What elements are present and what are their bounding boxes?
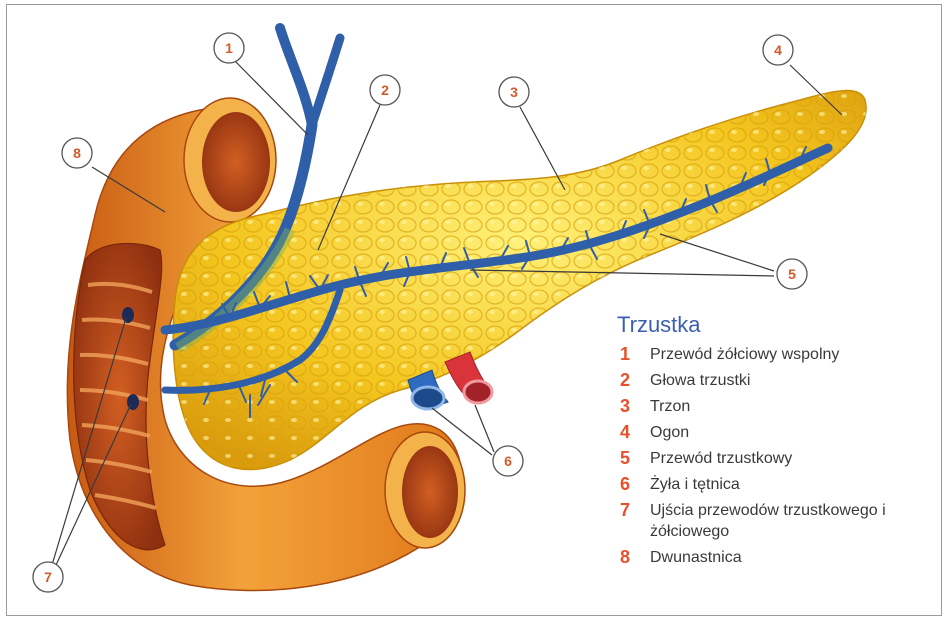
legend-text: Ogon xyxy=(650,422,932,443)
legend-number: 5 xyxy=(617,448,650,469)
callout-3: 3 xyxy=(499,77,529,107)
legend-text: Przewód trzustkowy xyxy=(650,448,932,469)
legend-number: 7 xyxy=(617,500,650,521)
legend-item: 6 Żyła i tętnica xyxy=(617,474,932,495)
callout-1-label: 1 xyxy=(225,40,233,56)
callout-7-label: 7 xyxy=(44,569,52,585)
legend-title: Trzustka xyxy=(617,312,932,338)
callout-8-label: 8 xyxy=(73,145,81,161)
callout-8: 8 xyxy=(62,138,92,168)
legend-item: 4 Ogon xyxy=(617,422,932,443)
callout-4: 4 xyxy=(763,35,793,65)
legend-item: 3 Trzon xyxy=(617,396,932,417)
callout-4-label: 4 xyxy=(774,42,782,58)
legend-item: 1 Przewód żółciowy wspolny xyxy=(617,344,932,365)
legend-number: 8 xyxy=(617,547,650,568)
callout-1: 1 xyxy=(214,33,244,63)
legend-text: Trzon xyxy=(650,396,932,417)
legend-number: 3 xyxy=(617,396,650,417)
legend-text: Przewód żółciowy wspolny xyxy=(650,344,932,365)
callout-5-label: 5 xyxy=(788,266,796,282)
legend-text: Dwunastnica xyxy=(650,547,932,568)
legend-number: 1 xyxy=(617,344,650,365)
callout-2-label: 2 xyxy=(381,82,389,98)
callout-2: 2 xyxy=(370,75,400,105)
callout-6-label: 6 xyxy=(504,453,512,469)
legend-text: Ujścia przewodów trzustkowego i żółciowe… xyxy=(650,500,932,542)
legend-item: 7 Ujścia przewodów trzustkowego i żółcio… xyxy=(617,500,932,542)
callout-3-label: 3 xyxy=(510,84,518,100)
callout-6: 6 xyxy=(493,446,523,476)
legend-number: 6 xyxy=(617,474,650,495)
legend-text: Głowa trzustki xyxy=(650,370,932,391)
legend-item: 8 Dwunastnica xyxy=(617,547,932,568)
legend-item: 5 Przewód trzustkowy xyxy=(617,448,932,469)
callout-7: 7 xyxy=(33,562,63,592)
callout-5: 5 xyxy=(777,259,807,289)
legend-number: 2 xyxy=(617,370,650,391)
legend-text: Żyła i tętnica xyxy=(650,474,932,495)
legend-number: 4 xyxy=(617,422,650,443)
legend-item: 2 Głowa trzustki xyxy=(617,370,932,391)
legend: Trzustka 1 Przewód żółciowy wspolny 2 Gł… xyxy=(617,312,932,573)
